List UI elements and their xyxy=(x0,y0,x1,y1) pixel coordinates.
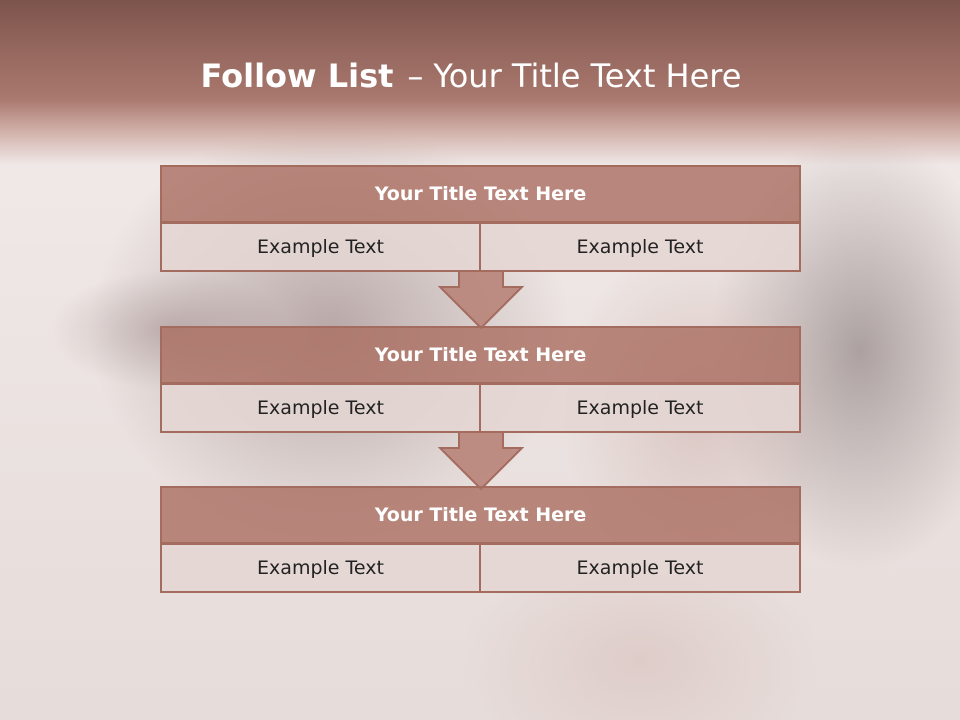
list-block-2: Your Title Text Here Example Text Exampl… xyxy=(160,326,801,433)
title-rest-part: Your Title Text Here xyxy=(433,57,742,95)
block-1-right-cell: Example Text xyxy=(479,222,801,272)
block-3-right-cell: Example Text xyxy=(479,543,801,593)
down-arrow-icon xyxy=(438,270,524,330)
block-3-heading: Your Title Text Here xyxy=(160,486,801,544)
block-3-left-cell: Example Text xyxy=(160,543,481,593)
block-1-left-cell: Example Text xyxy=(160,222,481,272)
block-2-heading: Your Title Text Here xyxy=(160,326,801,384)
list-block-3: Your Title Text Here Example Text Exampl… xyxy=(160,486,801,593)
slide-title: Follow List–Your Title Text Here xyxy=(0,52,942,100)
block-2-left-cell: Example Text xyxy=(160,383,481,433)
list-block-1: Your Title Text Here Example Text Exampl… xyxy=(160,165,801,272)
block-2-right-cell: Example Text xyxy=(479,383,801,433)
down-arrow-icon xyxy=(438,431,524,491)
block-1-heading: Your Title Text Here xyxy=(160,165,801,223)
title-banner xyxy=(0,0,960,165)
title-dash: – xyxy=(407,57,424,95)
title-bold-part: Follow List xyxy=(200,57,394,95)
